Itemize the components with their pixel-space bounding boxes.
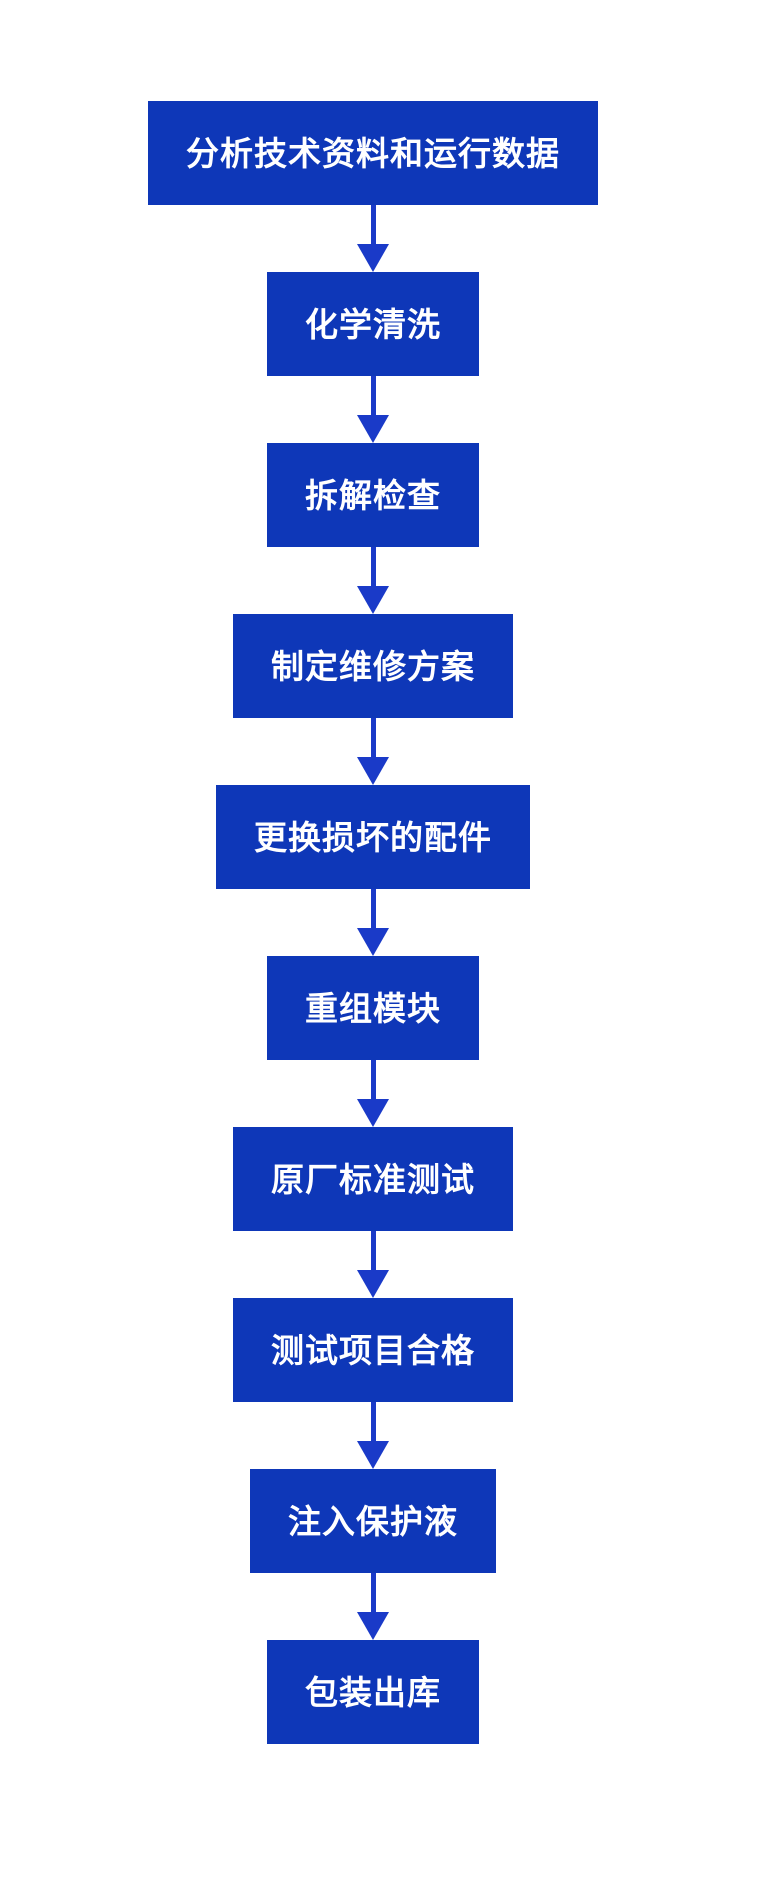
arrow-head <box>357 1099 389 1127</box>
arrow-stem <box>370 547 376 586</box>
arrow-stem <box>370 205 376 244</box>
arrow-stem <box>370 718 376 757</box>
arrow-stem <box>370 1402 376 1441</box>
flow-node-label: 拆解检查 <box>305 476 441 514</box>
flow-step: 测试项目合格 <box>233 1298 513 1469</box>
flow-node-label: 原厂标准测试 <box>271 1160 475 1198</box>
flow-step: 包装出库 <box>267 1640 479 1744</box>
arrow-stem <box>370 376 376 415</box>
flow-node-label: 更换损坏的配件 <box>254 818 492 856</box>
flow-node: 包装出库 <box>267 1640 479 1744</box>
arrow-head <box>357 1270 389 1298</box>
flow-step: 更换损坏的配件 <box>216 785 530 956</box>
flow-node: 重组模块 <box>267 956 479 1060</box>
flow-node-label: 重组模块 <box>305 989 441 1027</box>
flow-step: 制定维修方案 <box>233 614 513 785</box>
down-arrow-icon <box>357 376 389 443</box>
flow-node: 原厂标准测试 <box>233 1127 513 1231</box>
down-arrow-icon <box>357 889 389 956</box>
flow-node: 更换损坏的配件 <box>216 785 530 889</box>
down-arrow-icon <box>357 547 389 614</box>
flow-node: 注入保护液 <box>250 1469 496 1573</box>
flow-step: 原厂标准测试 <box>233 1127 513 1298</box>
arrow-head <box>357 415 389 443</box>
down-arrow-icon <box>357 1231 389 1298</box>
flow-node-label: 制定维修方案 <box>271 647 475 685</box>
flow-node: 化学清洗 <box>267 272 479 376</box>
flow-node-label: 注入保护液 <box>288 1502 458 1540</box>
down-arrow-icon <box>357 1060 389 1127</box>
down-arrow-icon <box>357 1402 389 1469</box>
arrow-head <box>357 757 389 785</box>
arrow-head <box>357 1441 389 1469</box>
arrow-head <box>357 244 389 272</box>
arrow-stem <box>370 889 376 928</box>
arrow-stem <box>370 1231 376 1270</box>
flow-step: 化学清洗 <box>267 272 479 443</box>
flow-step: 重组模块 <box>267 956 479 1127</box>
flow-node: 制定维修方案 <box>233 614 513 718</box>
flow-node-label: 包装出库 <box>305 1673 441 1711</box>
arrow-head <box>357 586 389 614</box>
flow-step: 拆解检查 <box>267 443 479 614</box>
arrow-head <box>357 928 389 956</box>
down-arrow-icon <box>357 718 389 785</box>
flow-node: 拆解检查 <box>267 443 479 547</box>
flow-node-label: 测试项目合格 <box>271 1331 475 1369</box>
arrow-stem <box>370 1573 376 1612</box>
down-arrow-icon <box>357 1573 389 1640</box>
arrow-stem <box>370 1060 376 1099</box>
arrow-head <box>357 1612 389 1640</box>
flowchart: 分析技术资料和运行数据 化学清洗 拆解检查 制定维修方案 <box>148 101 598 1744</box>
flow-step: 分析技术资料和运行数据 <box>148 101 598 272</box>
flow-node-label: 化学清洗 <box>305 305 441 343</box>
flow-step: 注入保护液 <box>250 1469 496 1640</box>
flow-node: 测试项目合格 <box>233 1298 513 1402</box>
flow-node-label: 分析技术资料和运行数据 <box>186 134 560 172</box>
down-arrow-icon <box>357 205 389 272</box>
flow-node: 分析技术资料和运行数据 <box>148 101 598 205</box>
